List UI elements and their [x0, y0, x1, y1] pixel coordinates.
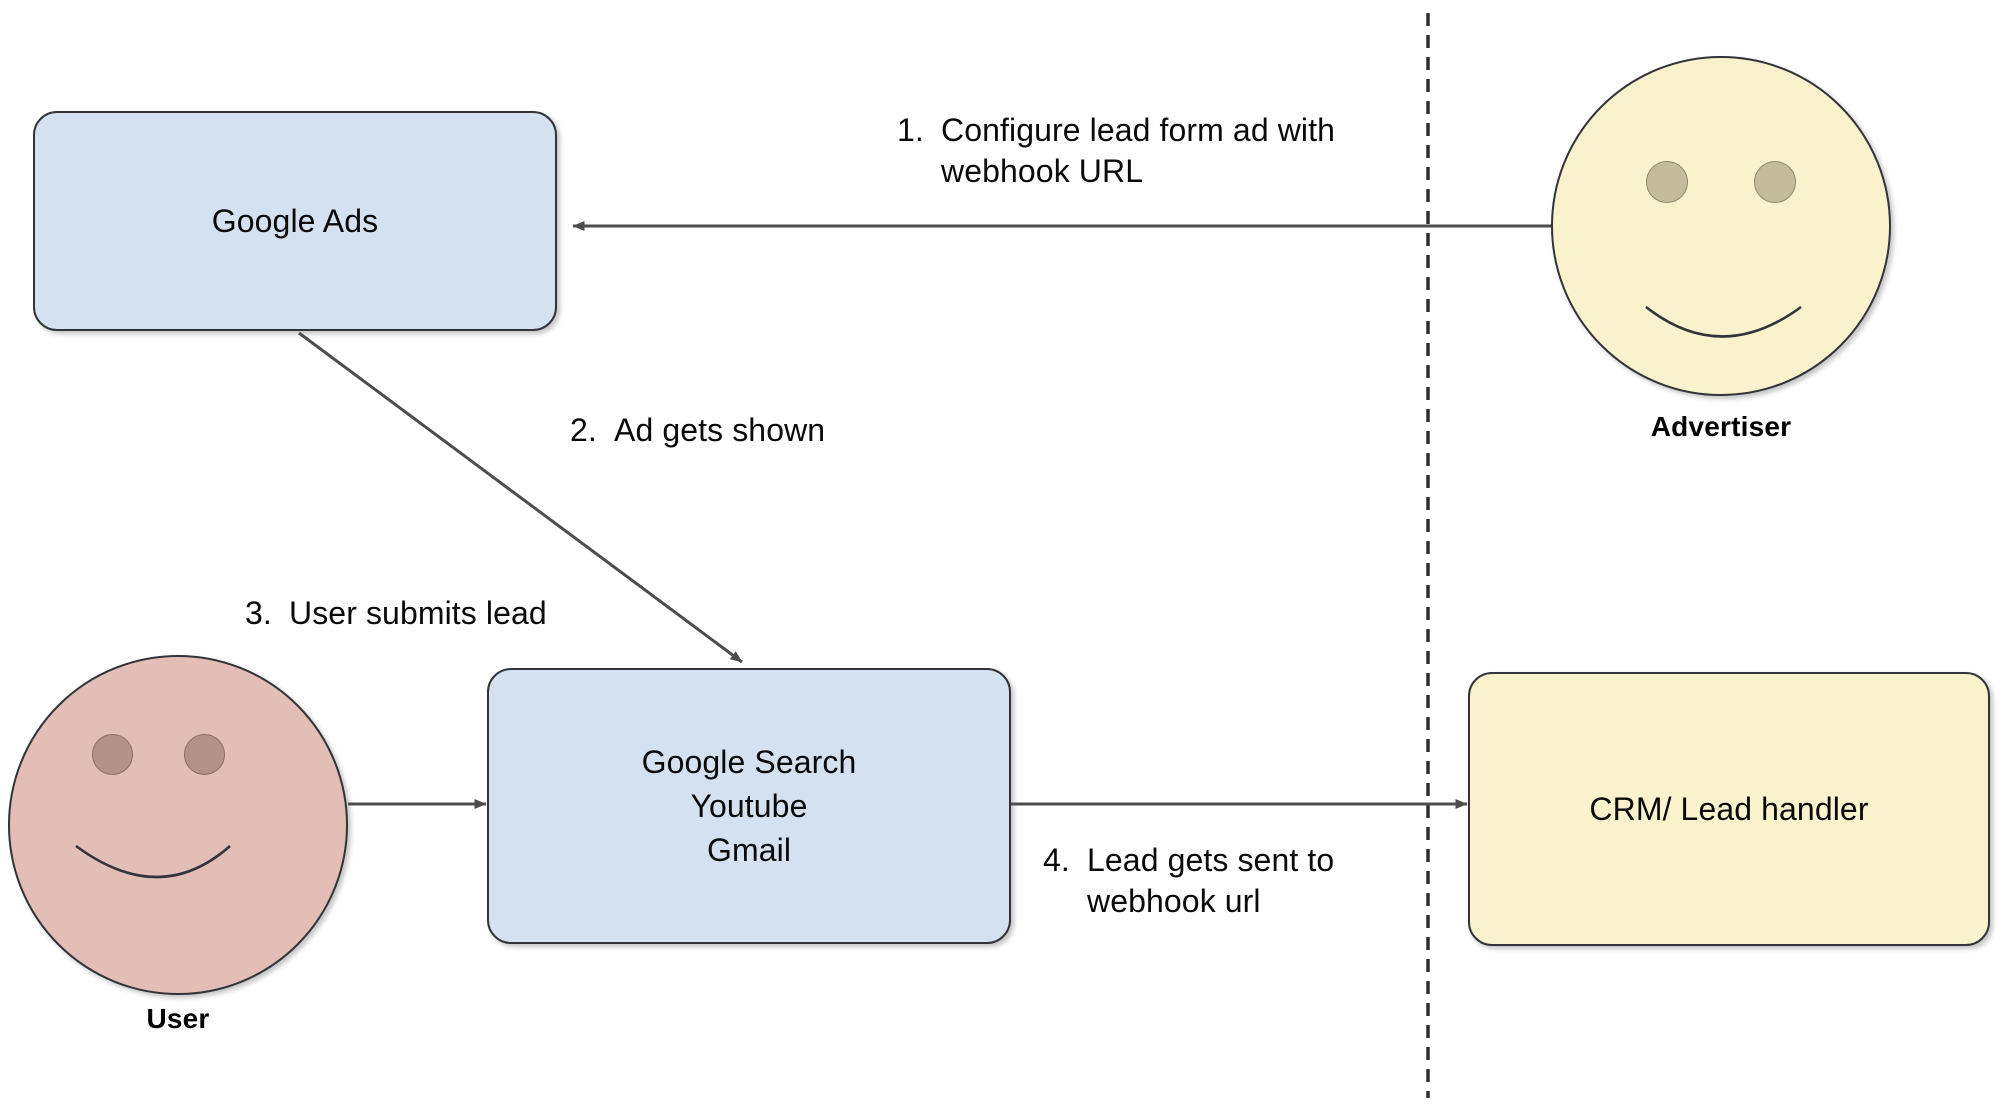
node-crm-label: CRM/ Lead handler	[1589, 790, 1869, 827]
advertiser-face-icon	[1551, 56, 1891, 396]
node-google-ads-label: Google Ads	[211, 202, 379, 239]
user-right-eye-icon	[184, 734, 225, 775]
advertiser-smile-icon	[1645, 305, 1802, 338]
edge-label-step-4: 4. Lead gets sent to webhook url	[1043, 840, 1334, 922]
node-google-properties-label: Google Search Youtube Gmail	[641, 743, 857, 869]
user-face-icon	[8, 655, 348, 995]
user-smile-icon	[75, 844, 231, 879]
edge-label-step-2-text: Ad gets shown	[614, 412, 826, 448]
user-left-eye-icon	[92, 734, 133, 775]
node-google-ads[interactable]: Google Ads	[33, 111, 557, 331]
actor-advertiser-label: Advertiser	[1650, 411, 1792, 442]
edge-label-step-3: 3. User submits lead	[245, 593, 547, 634]
edge-label-step-1-number: 1.	[897, 112, 924, 148]
edge-label-step-1-text: Configure lead form ad with webhook URL	[941, 112, 1336, 189]
edge-label-step-4-text: Lead gets sent to webhook url	[1087, 842, 1335, 919]
advertiser-right-eye-icon	[1754, 161, 1796, 203]
actor-advertiser[interactable]: Advertiser	[1551, 56, 1891, 446]
edge-label-step-2: 2. Ad gets shown	[570, 410, 825, 451]
node-crm[interactable]: CRM/ Lead handler	[1468, 672, 1990, 946]
edge-label-step-1: 1. Configure lead form ad with webhook UR…	[897, 110, 1335, 192]
actor-user-label: User	[146, 1003, 210, 1034]
edge-label-step-4-number: 4.	[1043, 842, 1070, 878]
edge-label-step-3-text: User submits lead	[289, 595, 547, 631]
node-google-properties[interactable]: Google Search Youtube Gmail	[487, 668, 1011, 944]
actor-user[interactable]: User	[8, 655, 348, 1045]
edge-label-step-2-number: 2.	[570, 412, 597, 448]
edge-label-step-3-number: 3.	[245, 595, 272, 631]
advertiser-left-eye-icon	[1646, 161, 1688, 203]
